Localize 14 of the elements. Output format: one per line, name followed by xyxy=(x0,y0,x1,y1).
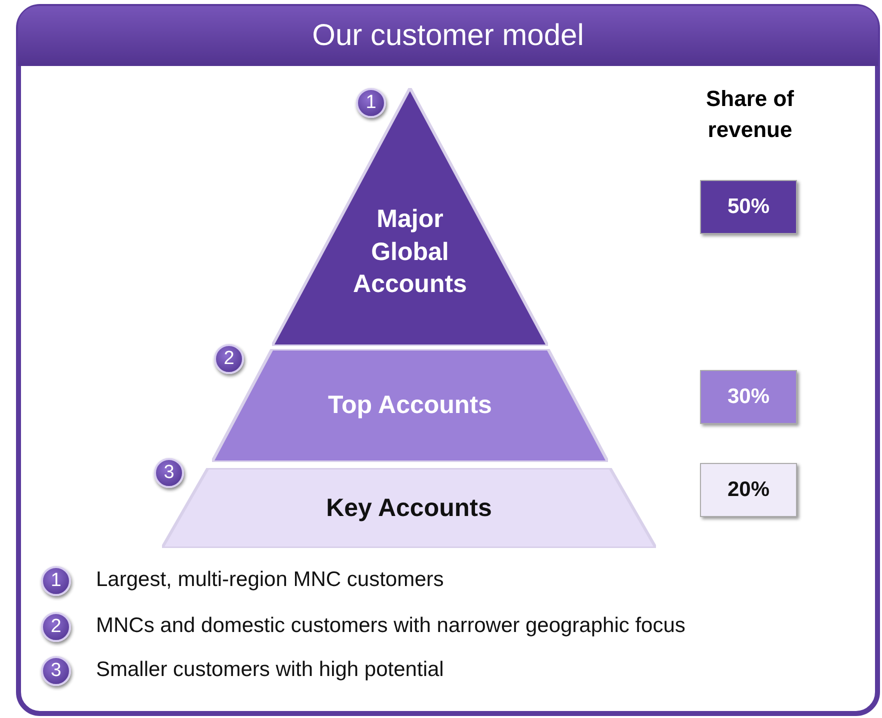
number-badge: 1 xyxy=(356,88,386,118)
number-badge: 2 xyxy=(41,612,71,642)
share-box: 50% xyxy=(700,180,797,234)
description-text: Largest, multi-region MNC customers xyxy=(96,568,444,592)
number-badge: 3 xyxy=(154,458,184,488)
title-banner: Our customer model xyxy=(18,6,878,66)
number-badge: 3 xyxy=(41,656,71,686)
description-text: MNCs and domestic customers with narrower geographic focus xyxy=(96,614,686,638)
column-heading: Share of revenue xyxy=(704,85,796,144)
number-badge: 1 xyxy=(41,566,71,596)
description-text: Smaller customers with high potential xyxy=(96,658,444,682)
share-box: 30% xyxy=(700,370,797,424)
share-box: 20% xyxy=(700,463,797,517)
number-badge: 2 xyxy=(214,344,244,374)
